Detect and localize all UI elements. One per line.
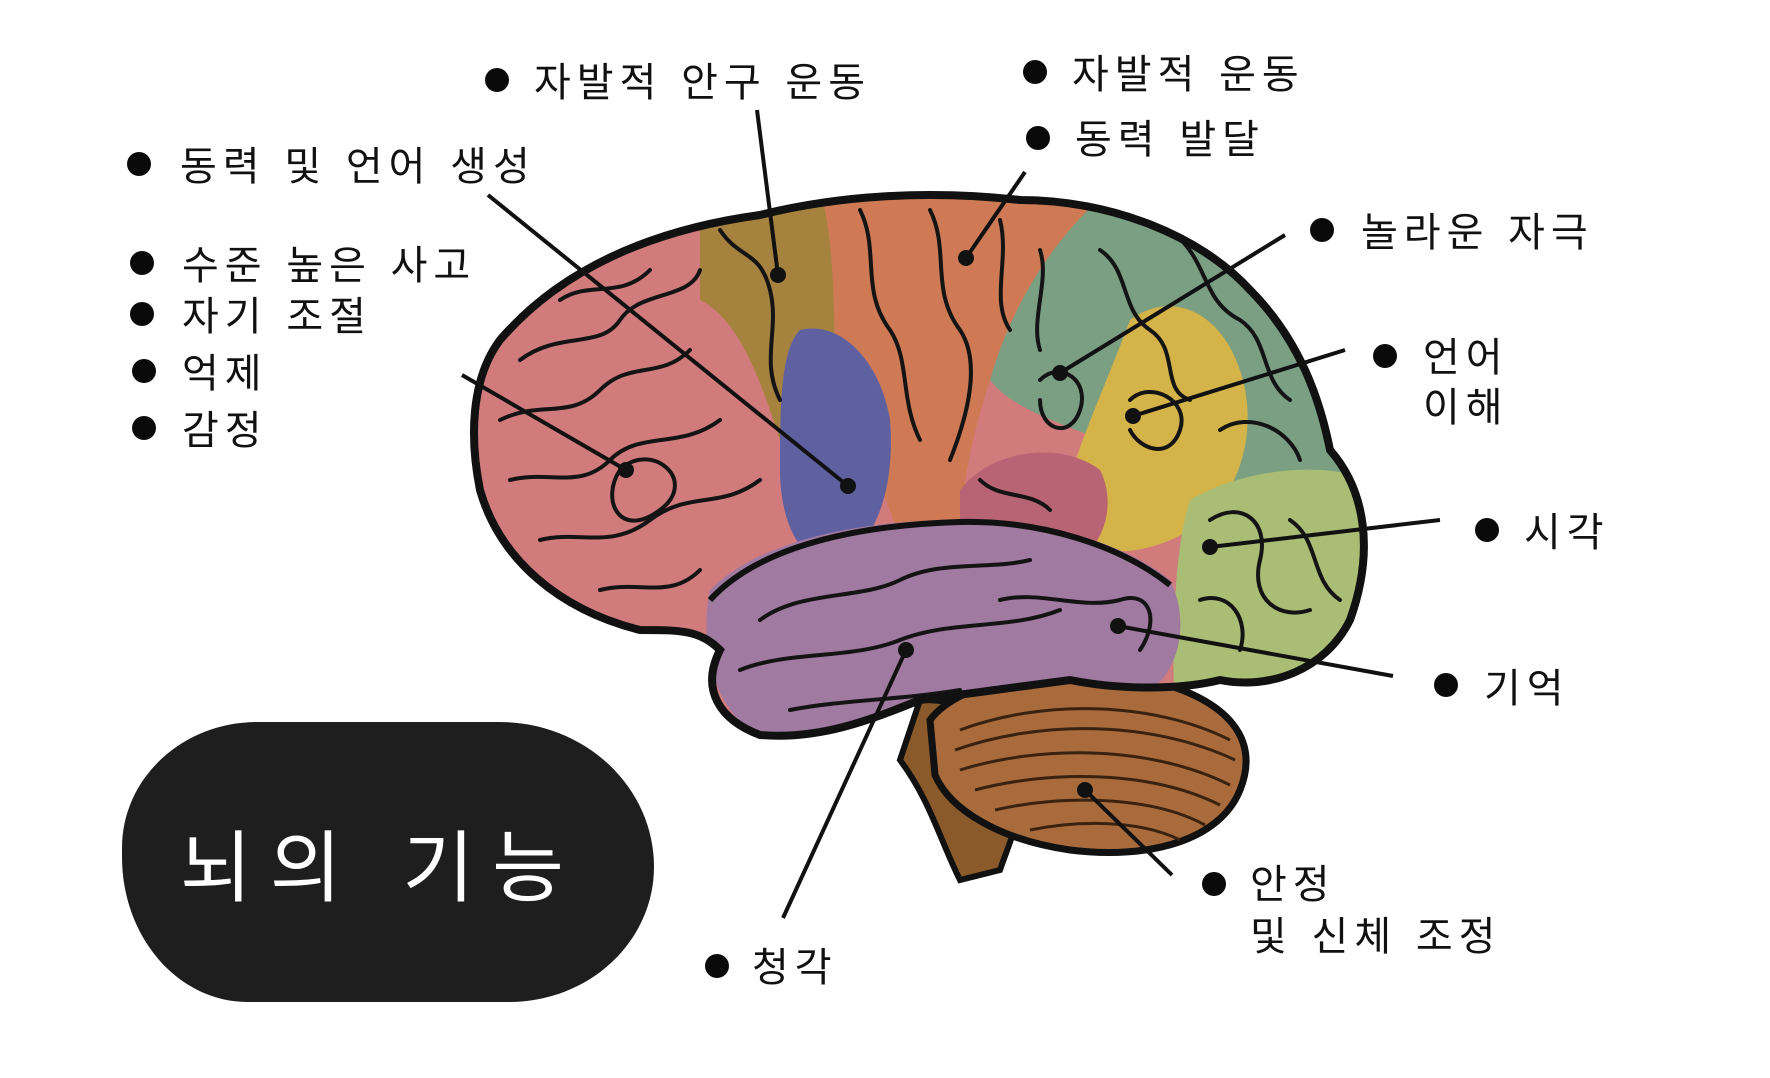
label-surprise-stimulus: 놀라운 자극 [1361, 210, 1594, 256]
bullet-dot [130, 302, 154, 326]
bullet-dot [1202, 872, 1226, 896]
label-body-coordination: 및 신체 조정 [1250, 914, 1502, 960]
title-box [122, 722, 654, 1002]
bullet-dot [1310, 218, 1334, 242]
frontal-eye-region [780, 328, 891, 562]
label-motor-speech: 동력 및 언어 생성 [180, 144, 536, 190]
label-memory: 기억 [1484, 666, 1570, 712]
bullet-dot [705, 954, 729, 978]
label-vision: 시각 [1524, 510, 1610, 556]
bullet-dot [1026, 126, 1050, 150]
pointer-dots [618, 250, 1218, 798]
bullet-dot [485, 68, 509, 92]
label-emotion: 감정 [182, 408, 268, 454]
temporal-outline [707, 518, 1172, 603]
label-balance: 안정 [1250, 862, 1336, 908]
diagram-title: 뇌의 기능 [180, 824, 582, 914]
label-voluntary-movement: 자발적 운동 [1072, 52, 1305, 98]
bullet-dot [132, 416, 156, 440]
label-self-control: 자기 조절 [182, 294, 372, 340]
bullet-dot [130, 251, 154, 275]
label-voluntary-eye-movement: 자발적 안구 운동 [534, 60, 872, 106]
bullet-dot [1373, 344, 1397, 368]
motor-region [820, 195, 1110, 540]
cerebellum-folia [954, 707, 1236, 842]
brain-gyri [498, 208, 1342, 712]
bullet-dot [127, 152, 151, 176]
bullet-dot [1023, 60, 1047, 84]
leader-lines [460, 109, 1441, 919]
bullet-dot [132, 359, 156, 383]
label-higher-thought: 수준 높은 사고 [182, 243, 477, 289]
wernicke-region [1060, 306, 1248, 552]
label-hearing: 청각 [752, 945, 838, 991]
label-motor-development: 동력 발달 [1075, 117, 1265, 163]
bullet-dot [1475, 518, 1499, 542]
brain-outline [470, 191, 1368, 740]
label-comprehension: 이해 [1423, 385, 1509, 431]
label-inhibition: 억제 [182, 351, 268, 397]
label-language: 언어 [1423, 335, 1509, 381]
bullet-dot [1434, 673, 1458, 697]
